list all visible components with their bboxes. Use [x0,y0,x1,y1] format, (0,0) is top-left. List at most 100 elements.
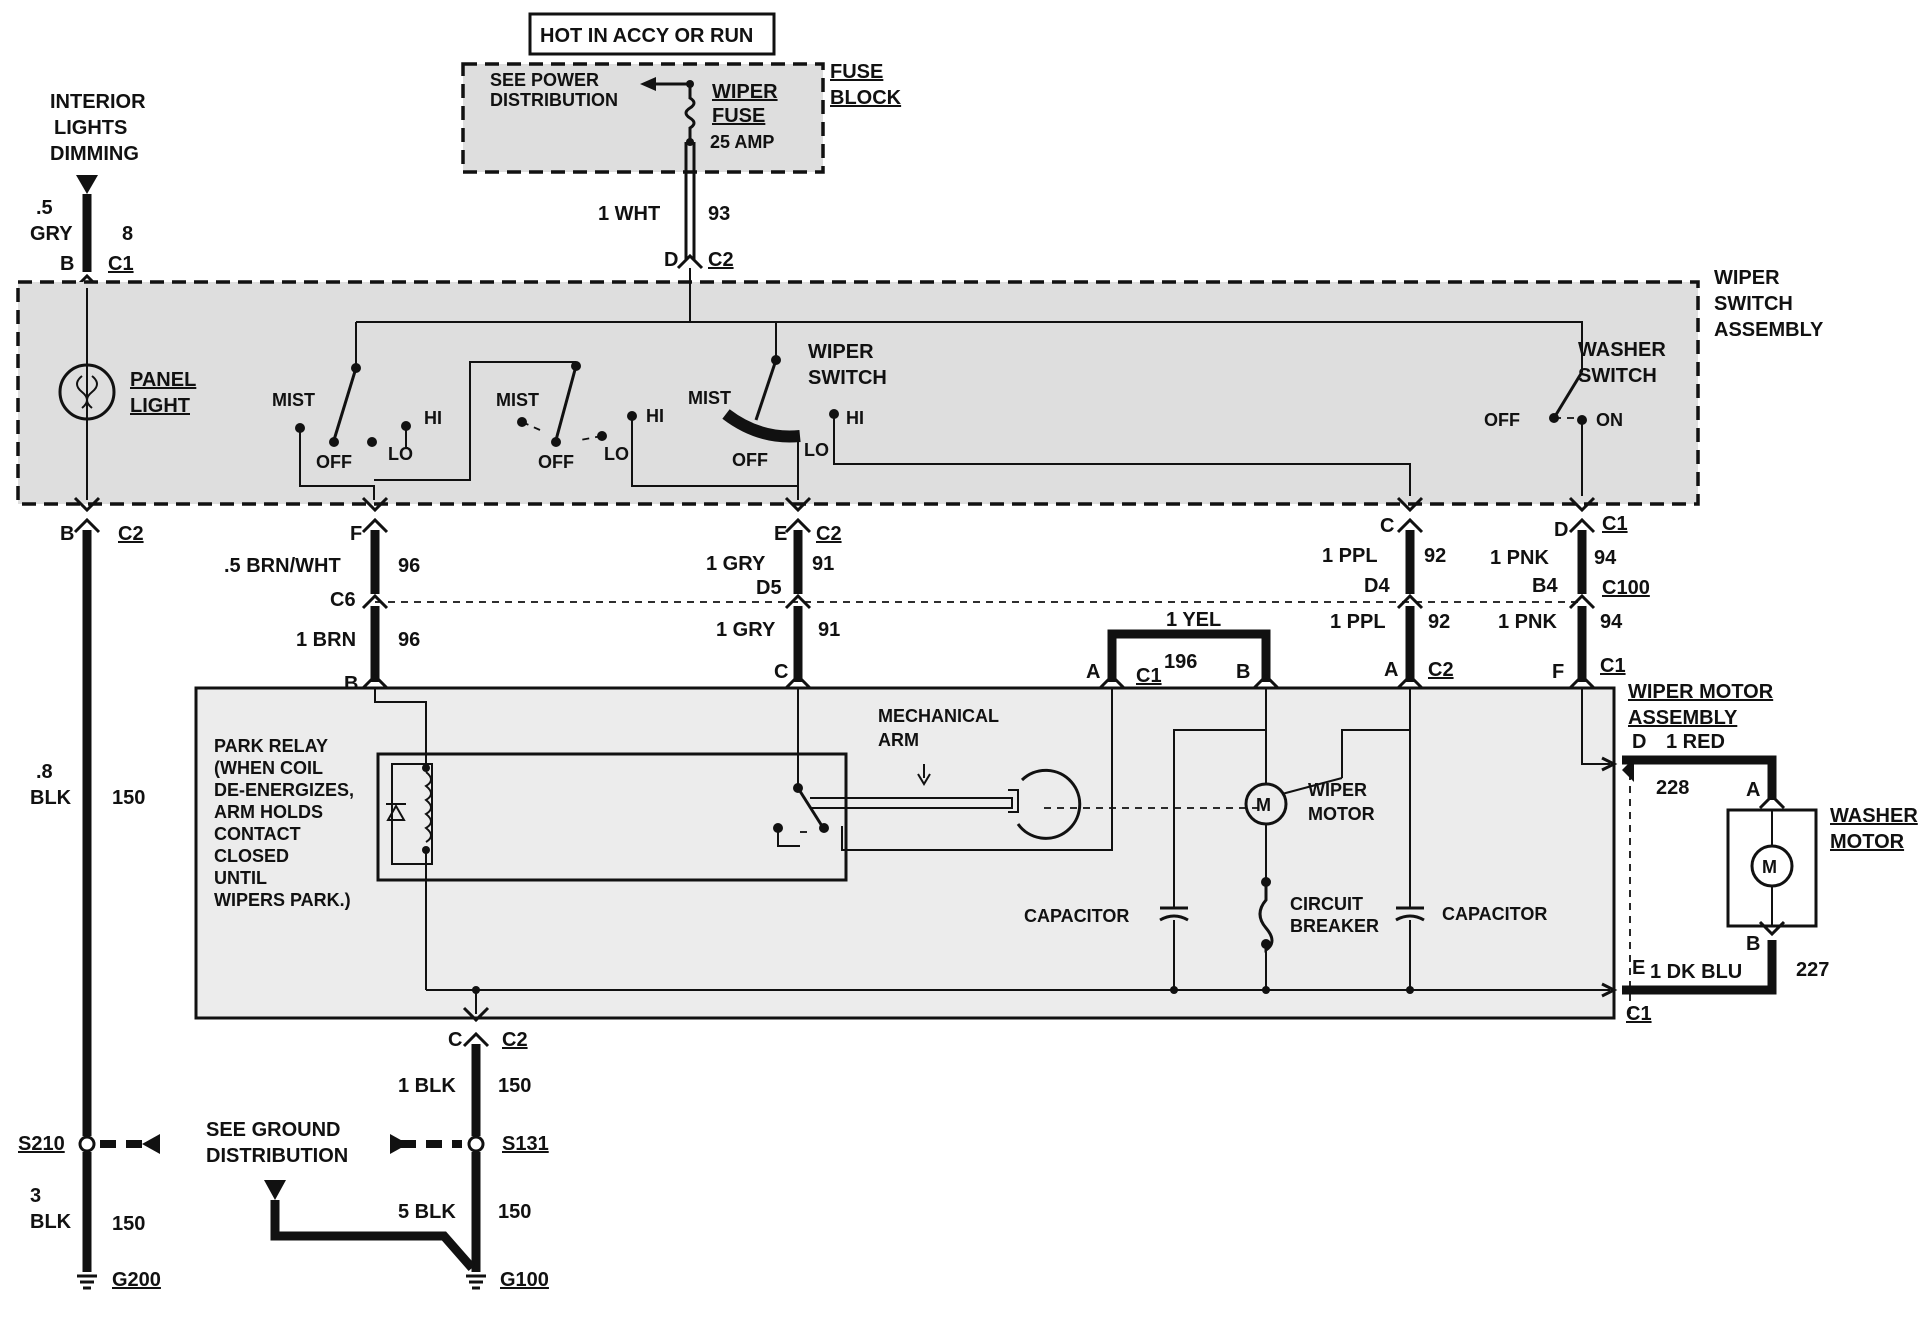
park-relay-text-4: CONTACT [214,824,301,844]
wire-92-lower-size: 1 PPL [1330,611,1386,633]
fuse-node-bottom [686,138,694,146]
switch3-blade [754,359,778,421]
switch3-hi-label: HI [846,408,864,428]
wiper-fuse-label-1: WIPER [712,81,778,103]
switch2-off-label: OFF [538,452,574,472]
switch2-hi-label: HI [646,406,664,426]
mechanical-arm-cam-notch [1008,789,1019,813]
wiper-switch-assembly-label-1: WIPER [1714,267,1780,289]
wire-196-pin-a: A [1086,661,1100,683]
connector-c100-label: C100 [1602,577,1650,599]
washer-motor-label-1: WASHER [1830,805,1918,827]
wire-5-blk-size: 5 BLK [398,1201,456,1223]
wire-94-conn-c1-lower: C1 [1600,655,1626,677]
switch2-hi-wire [631,416,798,487]
ground-g200-label: G200 [112,1269,161,1291]
pin-a-c2-arrow-icon [1396,673,1424,690]
wire-92-upper-size: 1 PPL [1322,545,1378,567]
capacitor-right-label: CAPACITOR [1442,904,1547,924]
switch2-lo-label: LO [604,444,629,464]
panel-light-label-1: PANEL [130,369,196,391]
wire-196 [1107,629,1271,682]
wire-96-upper-num: 96 [398,555,420,577]
washer-conn-c1: C1 [1626,1003,1652,1025]
wire-94-internal [1581,688,1610,765]
wire-94-conn-c1: C1 [1602,513,1628,535]
wiper-switch-label-1: WIPER [808,341,874,363]
wire-96-pin-f: F [350,523,362,545]
washer-switch-off-label: OFF [1484,410,1520,430]
washer-pin-b: B [1746,933,1760,955]
wire-5-blk [270,1200,476,1271]
connector-c2-dimming-label: C2 [118,523,144,545]
park-relay-coil-icon [424,771,432,843]
wiper-fuse-amp: 25 AMP [710,132,774,152]
park-relay-text-1: (WHEN COIL [214,758,323,778]
connector-d4-icon [1396,593,1424,610]
wire-196-size: 1 YEL [1166,609,1221,631]
wire-92-conn-c2: C2 [1428,659,1454,681]
wire-196-conn-c1: C1 [1136,665,1162,687]
wiper-switch-assembly-label-2: SWITCH [1714,293,1793,315]
washer-pin-a: A [1746,779,1760,801]
panel-light-bulb-icon [58,363,116,421]
park-relay-diode-icon [386,803,406,821]
wire-94-pin-f: F [1552,661,1564,683]
wire-228-pin: D [1632,731,1646,753]
dimming-label-1: INTERIOR [50,91,146,113]
splice-s210 [78,1135,96,1153]
wire-94-lower-size: 1 PNK [1498,611,1557,633]
wire-91-upper-num: 91 [812,553,834,575]
panel-light-label-2: LIGHT [130,395,190,417]
connector-c6-icon [361,593,389,610]
wiper-fuse-icon [684,84,696,142]
splice-s210-label: S210 [18,1133,65,1155]
capacitor-left-icon [1159,906,1189,922]
wire-92-internal [1341,688,1411,778]
wire-227-pin: E [1632,957,1645,979]
switch1-off-label: OFF [316,452,352,472]
wiper-fuse-label-2: FUSE [712,105,765,127]
park-relay-feed [374,688,427,768]
park-relay-text-6: UNTIL [214,868,267,888]
wire-92-lower-num: 92 [1428,611,1450,633]
wiper-motor-m: M [1256,795,1271,815]
ground-g100-icon [466,1274,486,1290]
park-relay-text-5: CLOSED [214,846,289,866]
see-power-label-1: SEE POWER [490,70,599,90]
wire-228-size: 1 RED [1666,731,1725,753]
wire-8-size-2: GRY [30,223,73,245]
wiper-motor-label-2: MOTOR [1308,804,1375,824]
switch-common-bus [356,268,1583,372]
wire-g200-size-2: BLK [30,1211,72,1233]
switch1-blade [332,367,358,441]
wire-227-size: 1 DK BLU [1650,961,1742,983]
ground-node-2 [1262,986,1270,994]
pin-f-c1-arrow-icon [1568,673,1596,690]
ground-distribution-arrow-icon [264,1180,286,1200]
hot-label: HOT IN ACCY OR RUN [540,25,753,47]
park-relay-box [376,752,848,882]
wire-196-internal [841,688,1113,851]
park-relay-text-7: WIPERS PARK.) [214,890,351,910]
connector-c6-label: C6 [330,589,356,611]
wire-96-lower-num: 96 [398,629,420,651]
splice-s131 [467,1135,485,1153]
switch1-mist-wire [299,428,375,500]
wire-94-upper-num: 94 [1594,547,1617,569]
washer-motor-label-2: MOTOR [1830,831,1905,853]
wire-227 [1622,940,1777,995]
relay-contact-left-wire [777,828,800,847]
wire-g200-num: 150 [112,1213,145,1235]
connector-b4-label: B4 [1532,575,1558,597]
washer-motor-m: M [1762,857,1777,877]
connector-d-arrow-icon [1568,496,1596,513]
wire-150-left-size-1: .8 [36,761,53,783]
park-relay-node-1 [422,764,430,772]
ground-node-3 [1406,986,1414,994]
connector-b4-icon [1568,593,1596,610]
switch3-lo-label: LO [804,440,829,460]
wire-93 [684,142,696,260]
wire-91-lower-num: 91 [818,619,840,641]
motor-assembly-box [194,686,1616,1020]
